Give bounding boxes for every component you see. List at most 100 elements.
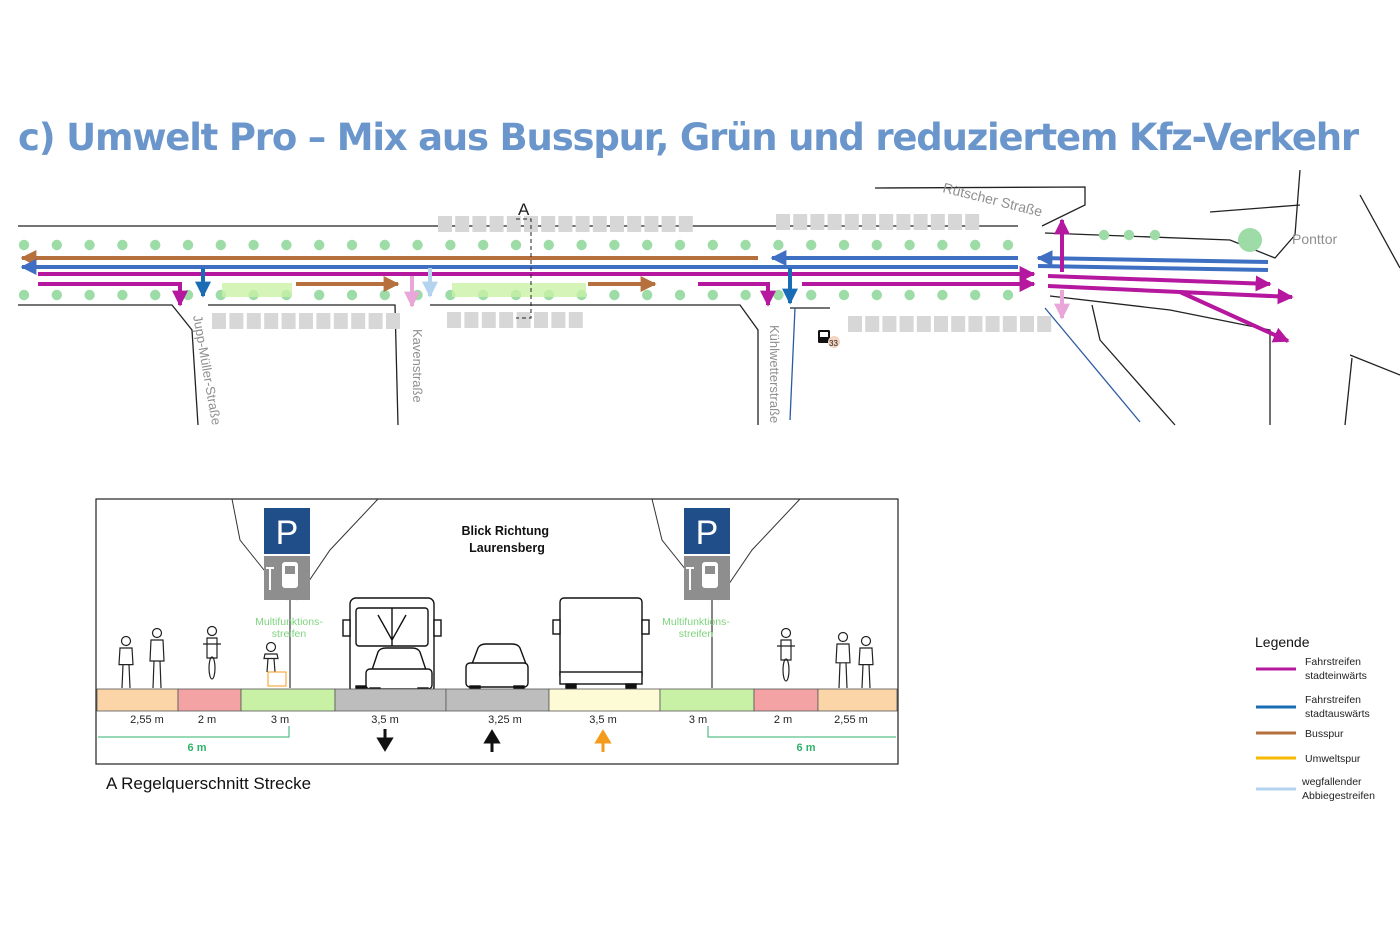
parking-space	[1020, 316, 1034, 332]
view-direction-label: Blick Richtung Laurensberg	[462, 524, 553, 555]
cyclist-icon	[203, 625, 221, 680]
inbound-lane-arrow	[1179, 290, 1290, 343]
parking-space	[568, 312, 583, 328]
parking-sign-icon: P	[264, 508, 310, 554]
width-label: 3 m	[271, 714, 289, 726]
parking-space	[610, 216, 624, 232]
parking-space	[810, 214, 825, 230]
outbound-lane-arrow	[1037, 264, 1269, 272]
parking-space	[368, 313, 383, 329]
tree	[609, 239, 620, 251]
strip-segment	[548, 688, 661, 712]
parking-space	[229, 313, 244, 329]
span-label: 6 m	[188, 742, 207, 754]
tree	[346, 239, 358, 251]
inbound-lane-arrow	[1047, 274, 1272, 292]
parking-space	[386, 313, 400, 329]
parking-space	[438, 216, 452, 232]
cyclist-icon	[777, 627, 795, 682]
parking-space	[246, 313, 261, 329]
parking-space	[896, 214, 911, 230]
parking-space	[776, 214, 790, 230]
parking-space	[627, 216, 642, 232]
width-label: 2,55 m	[130, 714, 164, 726]
street-label-kaven: Kavenstraße	[410, 329, 425, 403]
tree	[642, 239, 653, 251]
tree	[904, 289, 915, 301]
green-strip	[222, 283, 292, 297]
cross-section-strips	[96, 688, 898, 712]
inbound-turn-arrow	[698, 282, 776, 307]
svg-text:P: P	[276, 514, 299, 552]
tree	[182, 239, 194, 251]
box	[267, 671, 287, 687]
tree	[838, 239, 850, 251]
parking-space	[316, 313, 331, 329]
section-caption: A Regelquerschnitt Strecke	[106, 774, 311, 793]
tree	[740, 239, 751, 251]
tree	[314, 289, 325, 301]
parking-space	[965, 214, 980, 230]
strip-segment	[96, 688, 179, 712]
parking-space	[489, 216, 504, 232]
place-label-ponttor: Ponttor	[1292, 231, 1337, 247]
tree	[806, 289, 817, 301]
tree	[1123, 229, 1135, 241]
strip-segment	[240, 688, 336, 712]
fuel-station-icon: 33	[818, 330, 840, 348]
tree	[773, 239, 784, 251]
parking-space	[541, 216, 556, 232]
tree	[150, 289, 161, 301]
tree-rows	[18, 229, 1161, 301]
tree	[51, 289, 62, 301]
parking-space	[661, 216, 676, 232]
tree	[871, 289, 882, 301]
tree	[970, 239, 981, 251]
parking-space	[862, 214, 876, 230]
parking-space	[212, 313, 226, 329]
strip-segment	[334, 688, 447, 712]
tree	[904, 239, 915, 251]
parking-space	[558, 216, 573, 232]
legend-item: Busspur	[1256, 728, 1344, 740]
parking-space	[882, 316, 897, 332]
tree	[281, 239, 292, 251]
ev-charger-icon	[264, 556, 310, 600]
tree	[707, 239, 718, 251]
inbound-turn-arrow	[38, 282, 188, 307]
tree	[1002, 239, 1014, 251]
tree	[445, 239, 456, 251]
parking-sign-icon: P	[684, 508, 730, 554]
legend-label: Busspur	[1305, 728, 1344, 740]
parking-space	[930, 214, 945, 230]
parking-space	[281, 313, 296, 329]
parking-space	[534, 312, 548, 328]
van-icon	[552, 597, 650, 694]
span-bracket-right	[707, 726, 896, 738]
tree	[510, 239, 522, 251]
parking-space	[968, 316, 983, 332]
width-label: 3,25 m	[488, 714, 522, 726]
tree	[576, 239, 587, 251]
svg-text:P: P	[696, 514, 719, 552]
page-title: c) Umwelt Pro – Mix aus Busspur, Grün un…	[18, 116, 1359, 159]
tree	[84, 239, 95, 251]
tree	[740, 289, 751, 301]
parking-space	[913, 214, 928, 230]
street-plan: A Jupp-Müller-Straße Kavenstraße Kühlwet…	[18, 169, 1400, 426]
pedestrian-icon	[858, 635, 874, 689]
tree	[1238, 228, 1262, 252]
bike-path-line	[789, 307, 1141, 423]
parking-space	[592, 216, 607, 232]
strip-segment	[659, 688, 755, 712]
tree	[707, 289, 718, 301]
pedestrian-icon	[149, 627, 165, 689]
green-strip	[452, 283, 586, 297]
parking-space	[333, 313, 348, 329]
width-label: 2 m	[774, 714, 792, 726]
arrow-up-icon	[594, 729, 612, 752]
